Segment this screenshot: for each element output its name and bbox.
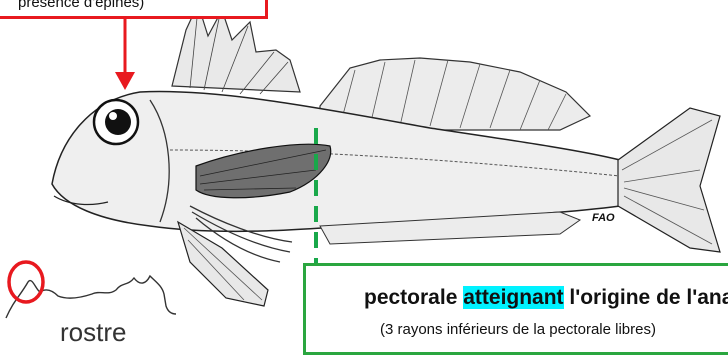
- rostre-spine-highlight: [9, 262, 43, 302]
- rostre-sketch: [6, 276, 176, 318]
- spine-callout-text: présence d'épines): [18, 0, 144, 11]
- highlighted-word: atteignant: [463, 286, 563, 309]
- pectoral-main-text: pectorale atteignant l'origine de l'anal…: [364, 286, 728, 310]
- caudal-fin: [618, 108, 720, 252]
- pectoral-info-box: pectorale atteignant l'origine de l'anal…: [303, 263, 728, 355]
- pectoral-text-before: pectorale: [364, 286, 463, 309]
- rostre-label: rostre: [60, 317, 126, 348]
- pectoral-text-after: l'origine de l'anale: [564, 286, 728, 309]
- callout-arrowhead: [115, 72, 135, 90]
- pectoral-sub-text: (3 rayons inférieurs de la pectorale lib…: [380, 321, 656, 338]
- fao-credit: FAO: [592, 212, 615, 224]
